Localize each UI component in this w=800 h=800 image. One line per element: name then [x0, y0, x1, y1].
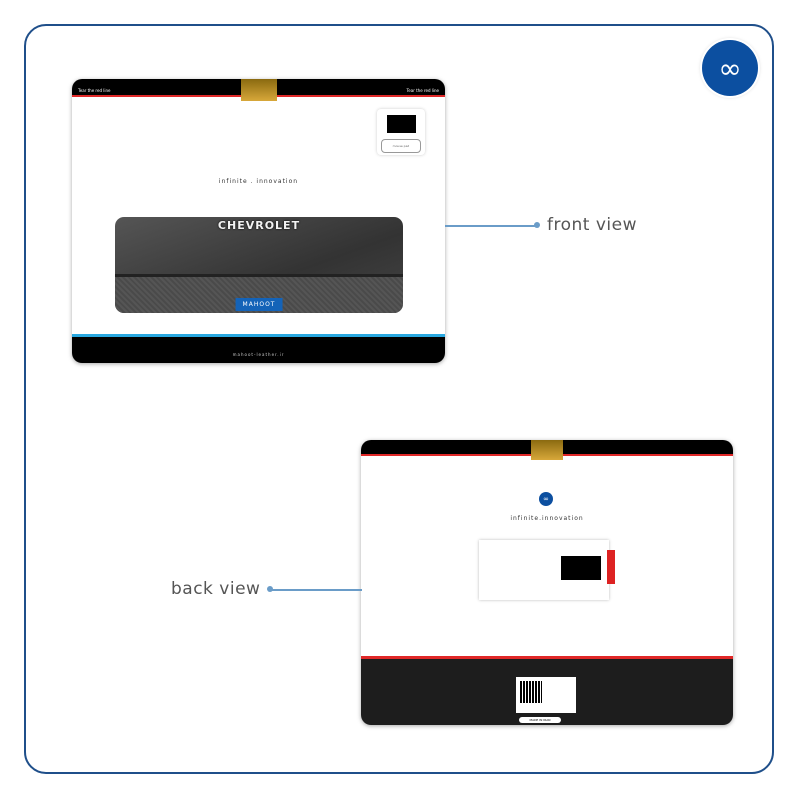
product-card: mouse pad	[377, 109, 425, 155]
tear-text-right: Tear the red line	[406, 88, 439, 93]
mouse-pad-button[interactable]: mouse pad	[381, 139, 421, 153]
qr-code-icon	[520, 681, 542, 703]
infinity-logo-icon: ∞	[539, 492, 553, 506]
tagline: infinite . innovation	[218, 178, 299, 185]
back-view-package: ∞ infinite.innovation MADE IN IRAN	[361, 440, 733, 725]
bottom-panel: MADE IN IRAN	[361, 656, 733, 725]
infinity-logo-icon: ∞	[702, 40, 758, 96]
back-dot	[267, 586, 273, 592]
back-connector	[270, 589, 362, 591]
tagline: infinite.innovation	[510, 515, 584, 522]
mousepad-image: CHEVROLET MAHOOT	[115, 217, 403, 313]
front-view-package: Tear the red line Tear the red line mous…	[72, 79, 445, 363]
red-tab	[607, 550, 615, 584]
front-connector	[445, 225, 537, 227]
gold-label	[531, 440, 563, 460]
qr-label	[516, 677, 576, 713]
front-view-label: front view	[547, 215, 637, 235]
made-in-label: MADE IN IRAN	[519, 717, 561, 723]
website-text: mahoot-leather.ir	[232, 352, 285, 357]
front-dot	[534, 222, 540, 228]
gold-label	[240, 79, 277, 101]
mousepad-thumbnail	[387, 115, 416, 133]
mahoot-badge: MAHOOT	[235, 298, 283, 311]
info-card	[479, 540, 615, 600]
brand-text: CHEVROLET	[217, 219, 301, 232]
mousepad-thumbnail	[561, 556, 601, 580]
bottom-bar: mahoot-leather.ir	[72, 334, 445, 363]
tear-text-left: Tear the red line	[78, 88, 111, 93]
back-view-label: back view	[171, 579, 261, 599]
